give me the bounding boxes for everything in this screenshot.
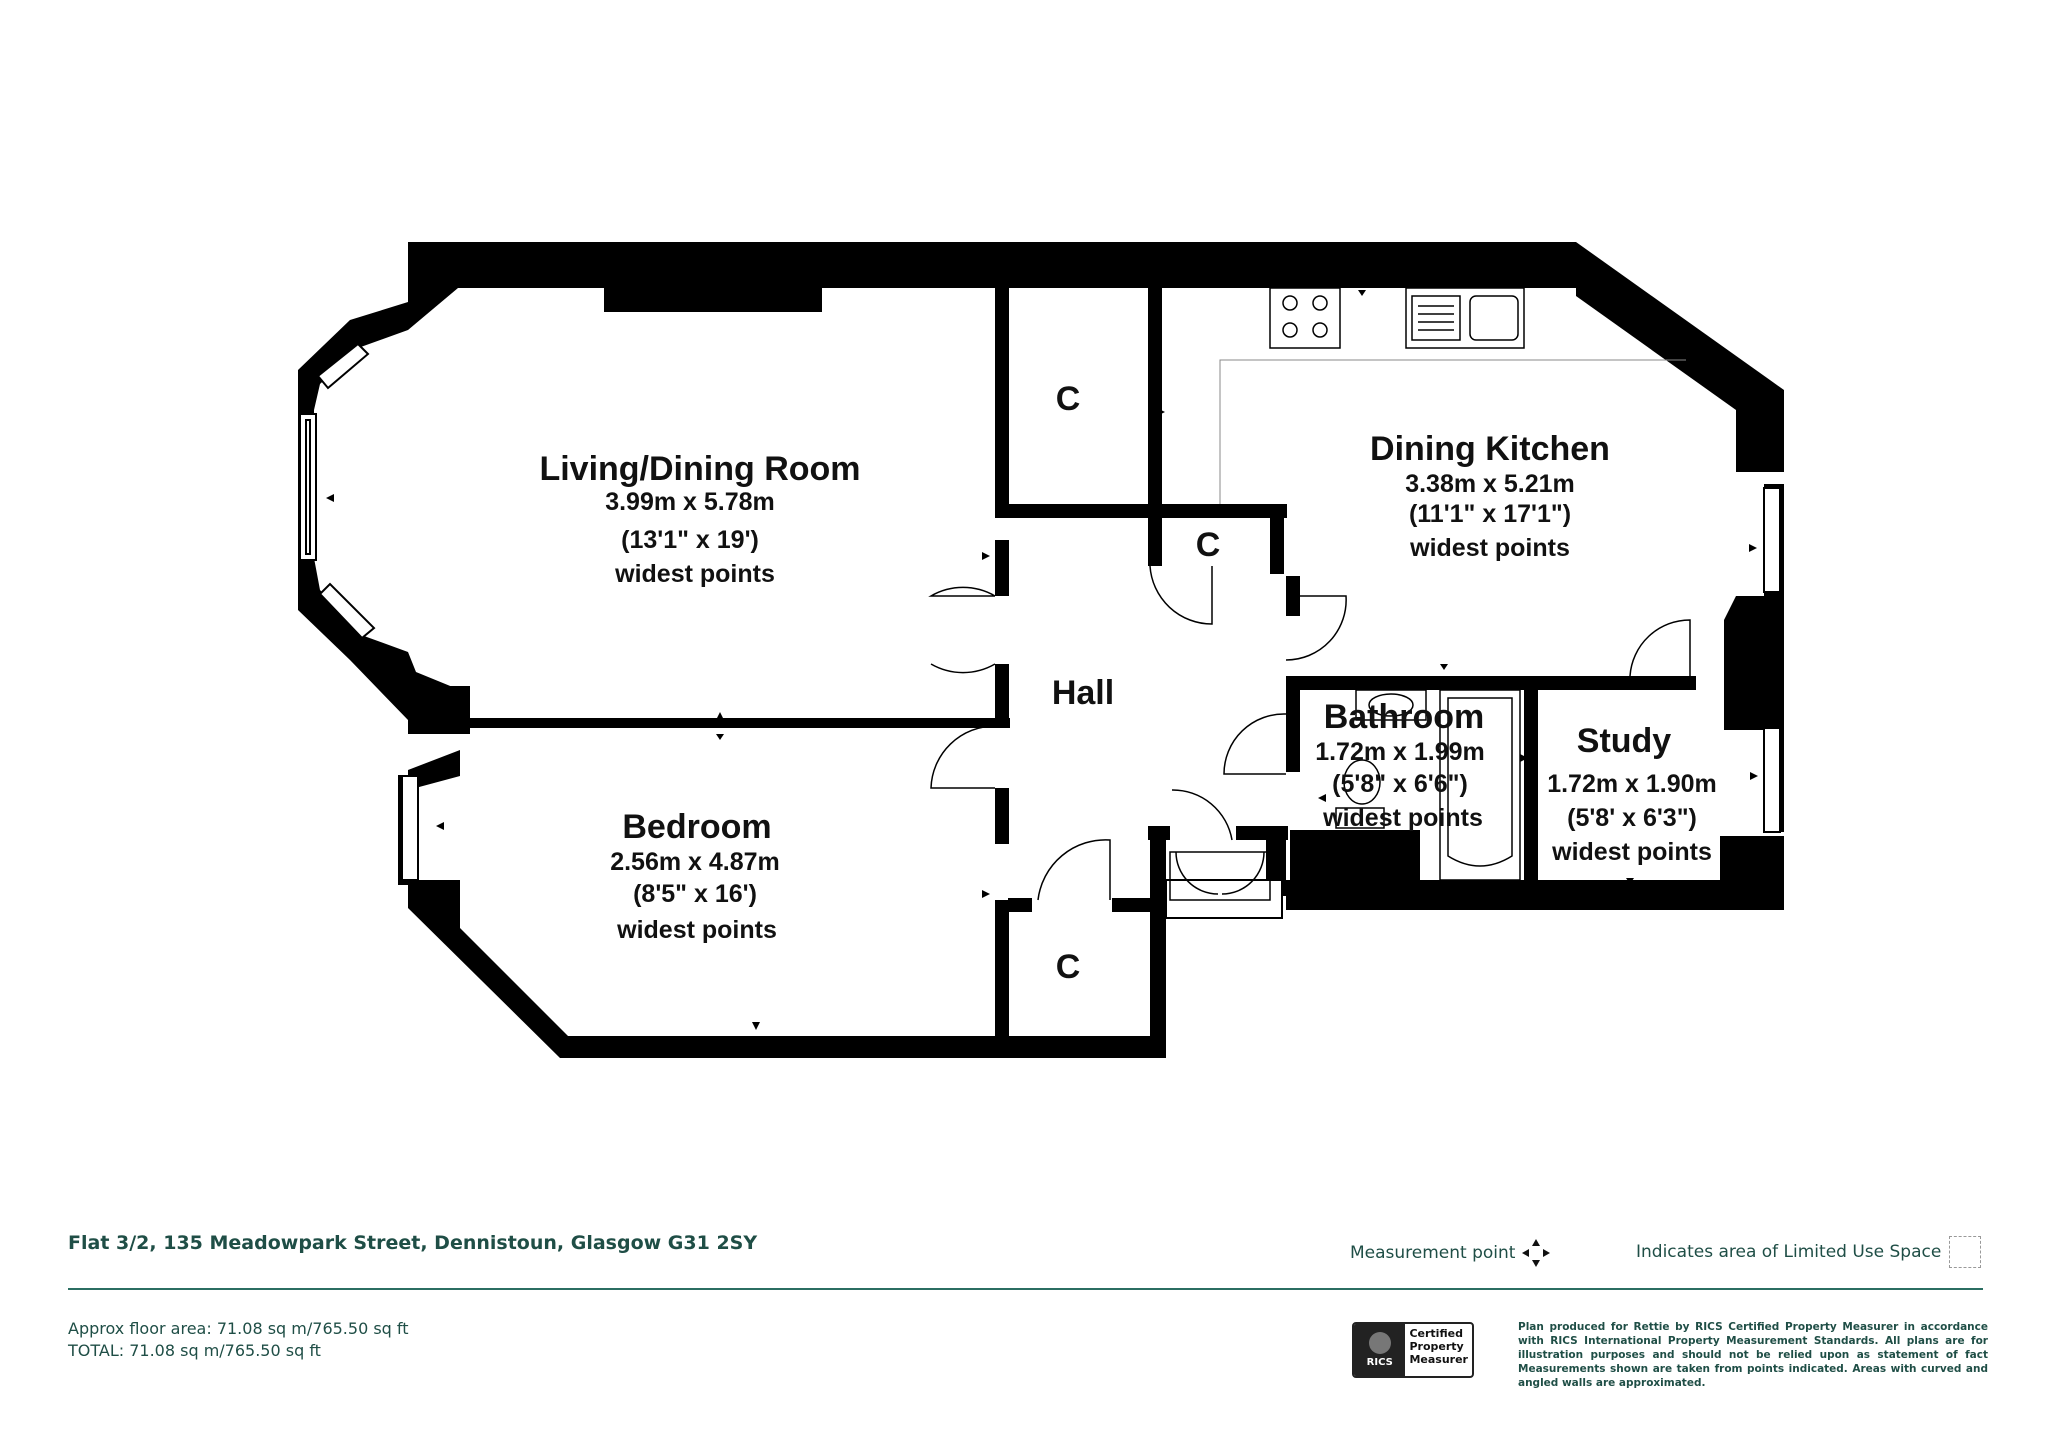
study-imperial: (5'8' x 6'3") — [1567, 804, 1697, 832]
study-note: widest points — [1551, 838, 1712, 866]
rics-logo-text: RICS — [1366, 1357, 1393, 1368]
rics-line-3: Measurer — [1409, 1353, 1468, 1366]
floor-area-total: TOTAL: 71.08 sq m/765.50 sq ft — [68, 1341, 321, 1360]
rics-badge: RICS Certified Property Measurer — [1352, 1322, 1474, 1378]
divider — [68, 1288, 1983, 1290]
measurement-point-label: Measurement point — [1350, 1243, 1516, 1263]
cupboard-2-name: C — [1196, 526, 1221, 564]
limited-use-swatch-icon — [1949, 1236, 1982, 1268]
kitchen-name: Dining Kitchen — [1370, 430, 1610, 468]
measurement-point-legend: Measurement point — [1350, 1236, 1553, 1270]
room-labels: Living/Dining Room 3.99m x 5.78m (13'1" … — [539, 380, 1716, 986]
kitchen-dims: 3.38m x 5.21m — [1405, 470, 1575, 498]
study-dims: 1.72m x 1.90m — [1547, 770, 1717, 798]
doors — [928, 565, 1691, 901]
disclaimer: Plan produced for Rettie by RICS Certifi… — [1518, 1321, 1988, 1389]
plan-footer: Flat 3/2, 135 Meadowpark Street, Dennist… — [0, 1200, 2048, 1448]
bath-icon — [1439, 689, 1521, 881]
living-room-note: widest points — [614, 560, 775, 588]
floor-area-approx: Approx floor area: 71.08 sq m/765.50 sq … — [68, 1319, 409, 1338]
measurement-points — [326, 266, 1758, 1030]
limited-use-label: Indicates area of Limited Use Space — [1636, 1242, 1942, 1262]
bedroom-dims: 2.56m x 4.87m — [610, 848, 780, 876]
hob-icon — [1269, 287, 1341, 349]
limited-use-legend: Indicates area of Limited Use Space — [1636, 1236, 1982, 1268]
windows — [299, 342, 1781, 919]
living-room-dims: 3.99m x 5.78m — [605, 488, 775, 516]
rics-line-2: Property — [1409, 1340, 1464, 1353]
rics-logo: RICS — [1354, 1324, 1406, 1376]
bedroom-imperial: (8'5" x 16') — [633, 880, 757, 908]
bathroom-note: widest points — [1322, 804, 1483, 832]
rics-badge-text: Certified Property Measurer — [1405, 1324, 1472, 1376]
floor-area: Approx floor area: 71.08 sq m/765.50 sq … — [68, 1318, 409, 1362]
bedroom-note: widest points — [616, 916, 777, 944]
bedroom-name: Bedroom — [622, 808, 771, 846]
property-address: Flat 3/2, 135 Meadowpark Street, Dennist… — [68, 1232, 758, 1254]
basin-icon — [1355, 689, 1427, 721]
rics-line-1: Certified — [1409, 1327, 1463, 1340]
hall-name: Hall — [1052, 674, 1114, 712]
cupboard-1-name: C — [1056, 380, 1081, 418]
toilet-icon — [1343, 759, 1381, 805]
living-room-imperial: (13'1" x 19') — [621, 526, 759, 554]
walls — [298, 242, 1784, 1058]
study-name: Study — [1577, 722, 1672, 760]
bathroom-name: Bathroom — [1324, 698, 1485, 736]
cupboard-3-name: C — [1056, 948, 1081, 986]
fixtures — [1219, 287, 1686, 881]
kitchen-imperial: (11'1" x 17'1") — [1409, 500, 1571, 528]
sink-icon — [1405, 287, 1525, 349]
bathroom-imperial: (5'8" x 6'6") — [1332, 770, 1468, 798]
measurement-point-icon — [1522, 1239, 1551, 1267]
kitchen-note: widest points — [1409, 534, 1570, 562]
rics-crest-icon — [1368, 1332, 1391, 1354]
bathroom-dims: 1.72m x 1.99m — [1315, 738, 1485, 766]
floor-plan: Living/Dining Room 3.99m x 5.78m (13'1" … — [298, 242, 1784, 1058]
living-room-name: Living/Dining Room — [539, 450, 860, 488]
